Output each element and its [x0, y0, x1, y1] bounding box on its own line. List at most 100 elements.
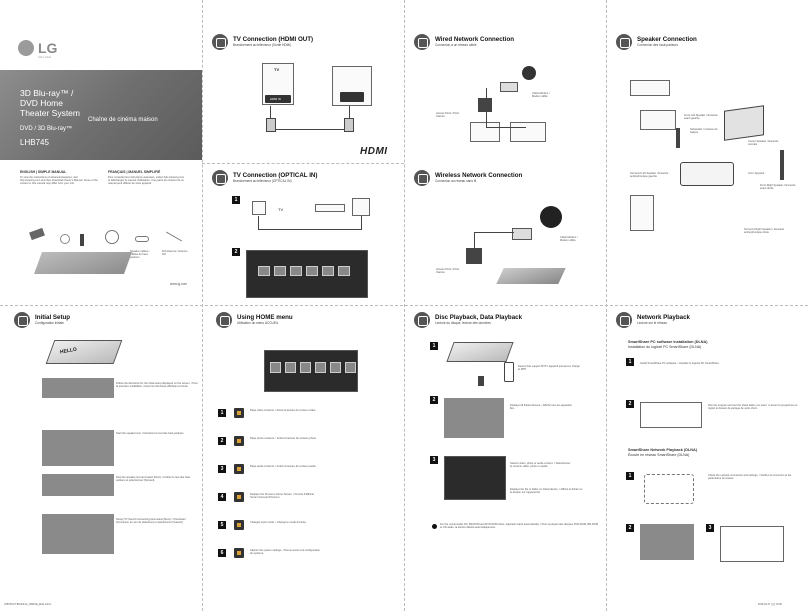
front-left-label: Front Left Speaker / Enceinte avant gauc… [684, 114, 718, 121]
disc-screen-3 [444, 456, 506, 500]
optical-player-port [352, 198, 370, 216]
dlna-play-sub: Écoute en réseau SmartShare (DLNA) [628, 453, 690, 457]
optical-subtitle: Branchement au téléviseur (OPTICAL IN) [233, 179, 292, 183]
wireless-section-icon [414, 170, 430, 186]
wireless-cable-modem: Cable Modem / Modem câble [560, 236, 578, 243]
home-item-icon [234, 492, 244, 502]
home-section-icon [216, 312, 232, 328]
dlna-network-diagram [644, 474, 694, 504]
disc-player [446, 342, 514, 362]
speaker-cable-diagram [630, 80, 670, 96]
antenna-icon [165, 231, 183, 242]
optical-thumb-5 [322, 266, 334, 276]
hdmi-title: TV Connection (HDMI OUT) [233, 36, 314, 43]
optical-title: TV Connection (OPTICAL IN) [233, 172, 318, 179]
center-label: Center Speaker / Enceinte centrale [748, 140, 779, 147]
home-subtitle: Utilisation du menu ACCUEIL [237, 321, 279, 325]
wired-cable-modem: Cable Modem / Modem câble [532, 92, 550, 99]
dlna-step-2a: 2 [626, 400, 634, 408]
note-icon [432, 524, 437, 529]
disc-note: For the movie Audio CD, BD-ROM and DVD-R… [440, 523, 599, 530]
dlna-step-2b: 2 [626, 524, 634, 532]
home-item-icon [234, 436, 244, 446]
wireless-subtitle: Connexion au réseau sans fil [435, 179, 477, 183]
speaker-cable-icon [135, 236, 149, 242]
website: www.lg.com [170, 282, 188, 286]
home-item-icon [234, 548, 244, 558]
hdmi-cable [270, 106, 350, 130]
home-title: Using HOME menu [237, 314, 293, 321]
dlna-screen-2 [640, 524, 694, 560]
phone-icon [504, 362, 514, 382]
optical-tv-port [252, 201, 266, 215]
home-item-icon [234, 408, 244, 418]
tagline: Life's Good [38, 56, 52, 59]
footer-file: LHB745-FT.BCANLLK_SIMPLE_ENG.indd 1 [4, 603, 52, 606]
speaker-title: Speaker Connection [637, 36, 697, 43]
wireless-modem [512, 228, 532, 240]
home-item-icon [234, 464, 244, 474]
optical-tv-label: TV [278, 207, 284, 212]
home-thumb-1 [270, 362, 281, 373]
en-text: To view the instructions of advanced fea… [20, 176, 98, 186]
sofa [680, 162, 734, 186]
usb-icon [478, 376, 484, 386]
home-item-icon [234, 520, 244, 530]
optical-step-1: 1 [232, 196, 240, 204]
cable-icon [105, 230, 119, 244]
setup-screen-2 [42, 430, 114, 466]
home-thumb-5 [330, 362, 341, 373]
hdmi-plug-right [344, 118, 354, 132]
player-port [340, 92, 364, 102]
dlna-install-title: SmartShare PC software Installation (DLN… [628, 340, 708, 344]
wireless-globe-icon [540, 206, 562, 228]
wireless-cable [474, 232, 514, 250]
optical-thumb-2 [274, 266, 286, 276]
optical-thumb-1 [258, 266, 270, 276]
disc-step-3: 3 [430, 456, 438, 464]
home-thumb-4 [315, 362, 326, 373]
optical-thumb-6 [338, 266, 350, 276]
hdmi-section-icon [212, 34, 228, 50]
front-left-speaker [676, 128, 680, 148]
antenna-label: FM antenna / Antenne FM [162, 250, 188, 257]
fr-heading: FRANÇAIS | MANUEL SIMPLIFIÉ [108, 170, 161, 174]
home-item-text: Plays audio contents. / Active la lectur… [250, 465, 317, 468]
network-title: Network Playback [637, 314, 690, 321]
dlna-screen-3 [720, 526, 784, 562]
surround-right-label: Surround Right Speaker / Enceinte ambiop… [744, 228, 785, 235]
dlna-play-title: SmartShare Network Playback (DLNA) [628, 448, 697, 452]
product-title: 3D Blu-ray™ / DVD Home Theater System [20, 88, 80, 118]
product-title-fr: Chaîne de cinéma maison [88, 117, 158, 123]
setup-screen-3 [42, 474, 114, 496]
dlna-pc-window [640, 402, 702, 428]
disc-screen-2 [444, 398, 504, 438]
remote-icon [29, 227, 45, 241]
disc-step-2: 2 [430, 396, 438, 404]
home-item-number: 1 [218, 409, 226, 417]
subwoofer-label: Subwoofer / Caisson de basses [690, 128, 718, 135]
globe-icon [522, 66, 536, 80]
dlna-install-sub: Installation du logiciel PC SmartShare (… [628, 345, 702, 349]
wireless-router [466, 248, 482, 264]
dlna-install-text: Install SmartShare PC software. / Instal… [640, 362, 720, 365]
player-unit [33, 252, 133, 274]
dlna-step-3b: 3 [706, 524, 714, 532]
front-right-label: Front Right Speaker / Enceinte avant dro… [760, 184, 796, 191]
hdmi-logo: HDMI [360, 146, 388, 157]
home-item-text: Plays video contents. / Active la lectur… [250, 409, 317, 412]
home-item-number: 2 [218, 437, 226, 445]
home-item-number: 4 [218, 493, 226, 501]
disc-icon [60, 234, 70, 244]
network-subtitle: Lecture sur le réseau [637, 321, 667, 325]
dlna-check-text: Check the network connection and setting… [708, 474, 792, 481]
wired-section-icon [414, 34, 430, 50]
disc-step2-text: Displays all linked devices. / Affiche t… [510, 404, 572, 411]
speaker-cable-label: Speaker cables / Câbles de haut-parleurs [130, 250, 150, 260]
disc-subtitle: Lecture du disque, lecture des données [435, 321, 491, 325]
home-item-number: 6 [218, 549, 226, 557]
wireless-title: Wireless Network Connection [435, 172, 523, 179]
optical-thumb-3 [290, 266, 302, 276]
setup-step2: Start the speaker test. / Démarrez le te… [116, 432, 185, 435]
wired-title: Wired Network Connection [435, 36, 515, 43]
